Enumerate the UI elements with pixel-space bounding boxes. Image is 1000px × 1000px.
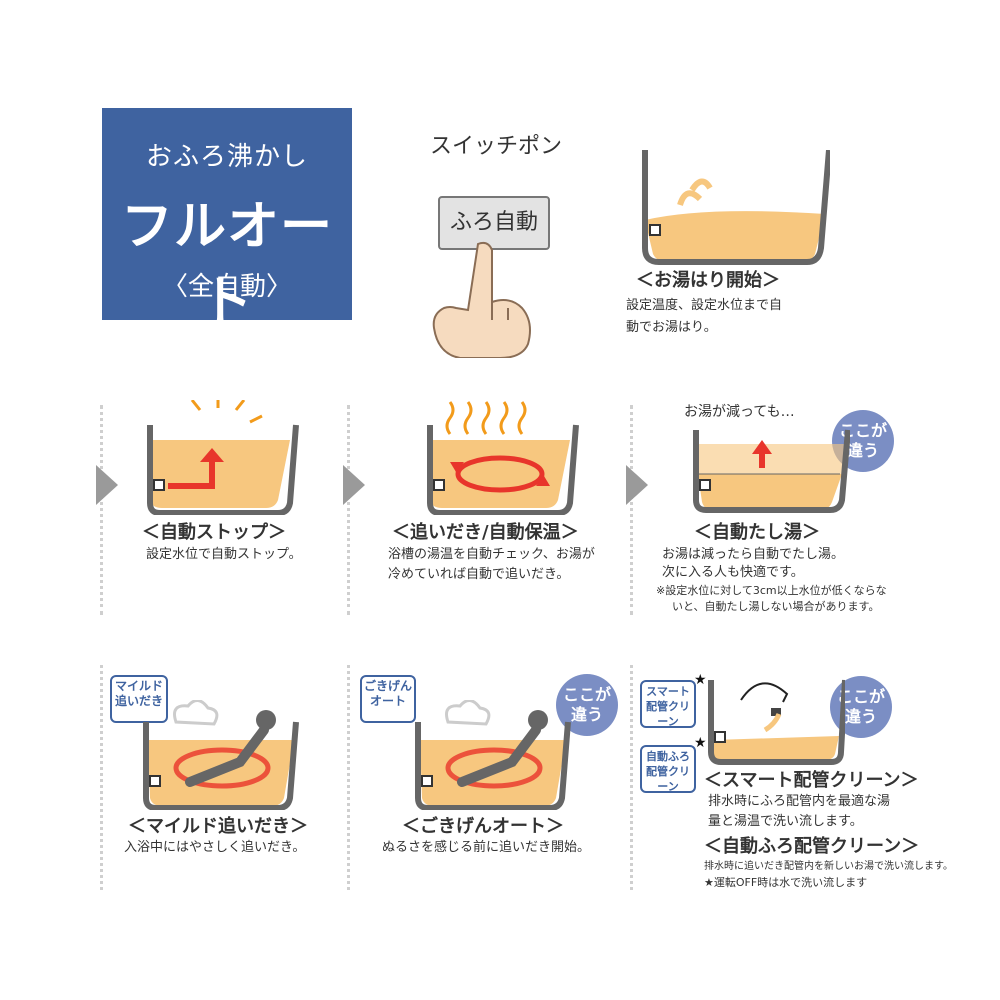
furo-auto-button[interactable]: ふろ自動 xyxy=(438,196,550,250)
add-top-text: お湯が減っても… xyxy=(684,404,795,420)
desc-add-2: 次に入る人も快適です。 xyxy=(662,565,804,580)
caption-add: ＜自動たし湯＞ xyxy=(694,522,820,543)
bathtub-stop-illustration xyxy=(147,400,299,515)
desc-stop: 設定水位で自動ストップ。 xyxy=(146,547,302,562)
finger-press-icon xyxy=(432,241,531,358)
bathtub-mild-illustration xyxy=(143,700,299,810)
desc-start-2: 動でお湯はり。 xyxy=(626,320,717,335)
next-arrow-icon xyxy=(626,465,648,505)
note-add-1: ※設定水位に対して3cm以上水位が低くならな xyxy=(656,584,887,597)
bathtub-add-illustration xyxy=(693,429,850,513)
mild-tag: マイルド 追いだき xyxy=(110,675,168,723)
note-clean-1: 排水時に追いだき配管内を新しいお湯で洗い流します。 xyxy=(704,861,953,872)
divider xyxy=(100,405,103,615)
divider xyxy=(347,665,350,890)
title-line2: フルオート xyxy=(120,197,333,332)
star-icon: ★ xyxy=(694,672,707,688)
smart-clean-tag: スマート 配管クリーン xyxy=(640,680,696,728)
divider xyxy=(347,405,350,615)
caption-mild: ＜マイルド追いだき＞ xyxy=(128,816,308,837)
bathtub-gokigen-illustration xyxy=(415,700,571,810)
bathtub-reheat-illustration xyxy=(427,401,579,515)
difference-badge: ここが違う xyxy=(830,676,892,738)
divider xyxy=(630,405,633,615)
note-add-2: いと、自動たし湯しない場合があります。 xyxy=(672,600,880,613)
auto-clean-tag: 自動ふろ 配管クリーン xyxy=(640,745,696,793)
desc-clean-2: 量と湯温で洗い流します。 xyxy=(708,814,863,829)
caption-keep: ＜追いだき/自動保温＞ xyxy=(392,522,579,543)
title-panel: おふろ沸かし フルオート 〈全自動〉 xyxy=(102,108,352,332)
next-arrow-icon xyxy=(343,465,365,505)
star-icon: ★ xyxy=(694,735,707,751)
next-arrow-icon xyxy=(96,465,118,505)
desc-add-1: お湯は減ったら自動でたし湯。 xyxy=(662,547,845,562)
desc-mild: 入浴中にはやさしく追いだき。 xyxy=(124,840,306,855)
caption-gokigen: ＜ごきげんオート＞ xyxy=(402,816,564,837)
difference-badge: ここが違う xyxy=(832,410,894,472)
bathtub-clean-illustration xyxy=(708,679,845,765)
gokigen-tag: ごきげん オート xyxy=(360,675,416,723)
desc-keep-1: 浴槽の湯温を自動チェック、お湯が xyxy=(388,547,595,562)
divider xyxy=(100,665,103,890)
title-line1: おふろ沸かし xyxy=(145,142,308,172)
difference-badge: ここが違う xyxy=(556,674,618,736)
desc-start-1: 設定温度、設定水位まで自 xyxy=(626,298,783,313)
bathtub-fill-illustration xyxy=(642,150,830,265)
note-clean-2: ★運転OFF時は水で洗い流します xyxy=(704,876,868,889)
caption-start: ＜お湯はり開始＞ xyxy=(636,270,780,291)
switch-label: スイッチポン xyxy=(430,134,563,159)
title-line3: 〈全自動〉 xyxy=(161,272,292,302)
divider xyxy=(630,665,633,890)
desc-gokigen: ぬるさを感じる前に追いだき開始。 xyxy=(382,840,591,855)
caption-smart-clean: ＜スマート配管クリーン＞ xyxy=(704,770,919,791)
caption-auto-clean: ＜自動ふろ配管クリーン＞ xyxy=(704,836,920,857)
caption-stop: ＜自動ストップ＞ xyxy=(142,522,286,543)
desc-clean-1: 排水時にふろ配管内を最適な湯 xyxy=(708,794,891,809)
desc-keep-2: 冷めていれば自動で追いだき。 xyxy=(388,567,570,582)
